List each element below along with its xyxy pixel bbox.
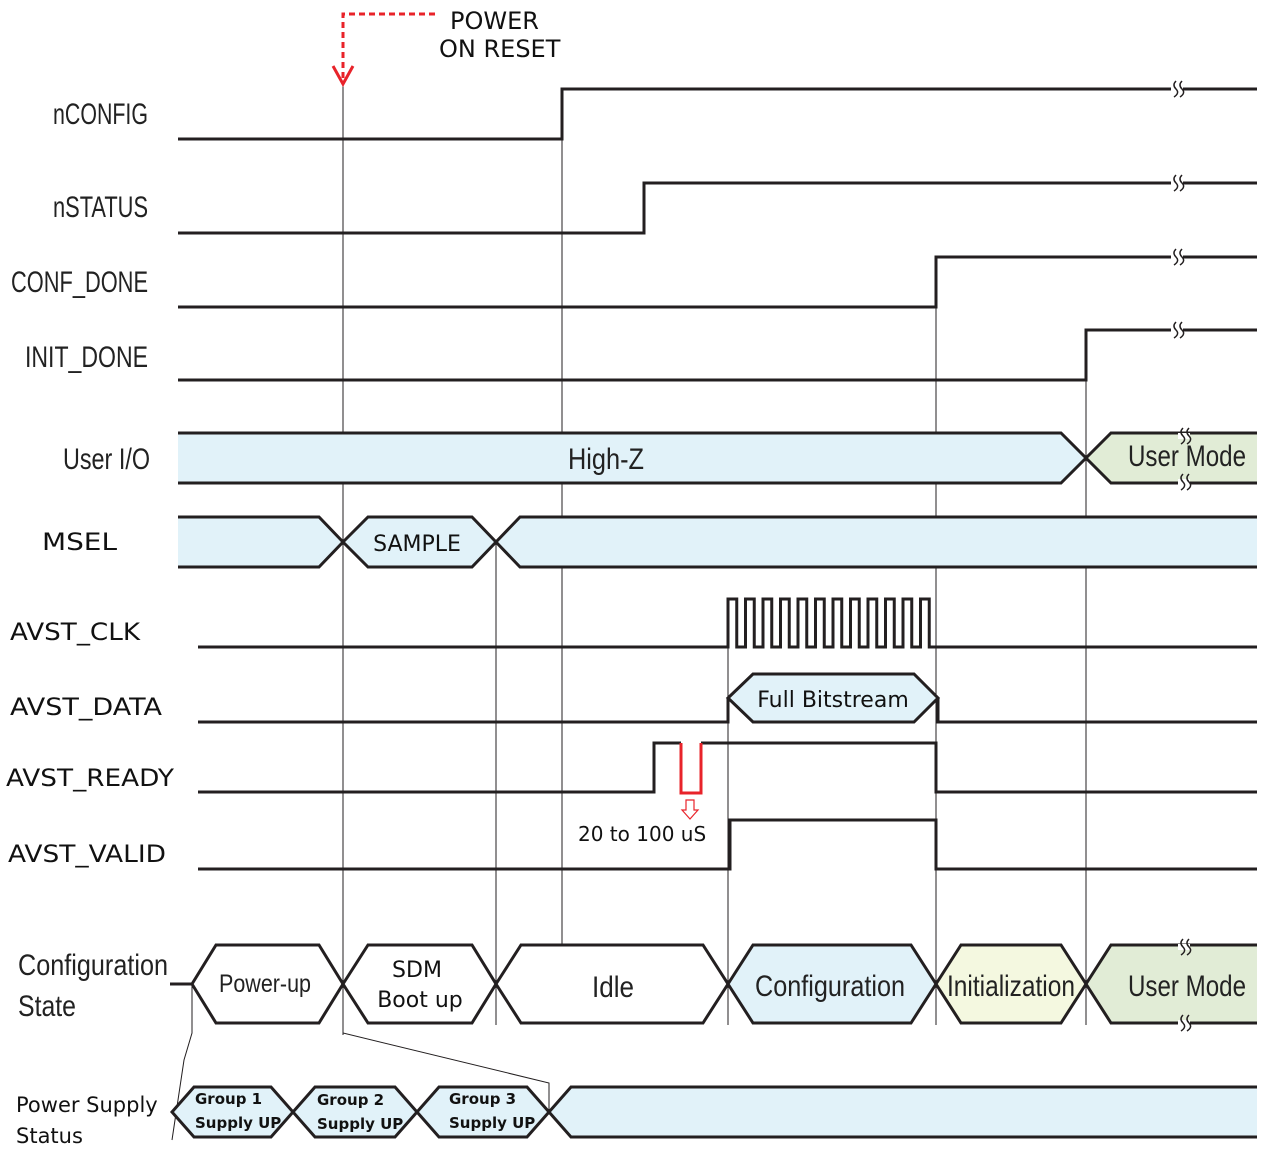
label-msel: MSEL	[42, 528, 118, 556]
label-conf-done: CONF_DONE	[11, 266, 148, 299]
break-icon	[1173, 248, 1179, 266]
bus-msel-segment-3-outline	[493, 515, 1257, 569]
config-state-initialization-text: Initialization	[947, 970, 1075, 1003]
config-state-sdm-text-2: Boot up	[377, 988, 463, 1013]
label-avst-clk: AVST_CLK	[10, 618, 141, 646]
ps-group1-line1: Group 1	[195, 1090, 262, 1108]
label-power-supply-line1: Power Supply	[16, 1093, 158, 1117]
label-nstatus: nSTATUS	[53, 191, 148, 224]
bus-avst-data-bitstream	[725, 672, 941, 724]
wave-avst-ready-pulse	[679, 743, 703, 795]
config-state-configuration-text: Configuration	[755, 970, 905, 1003]
ps-group2-line2: Supply UP	[317, 1115, 403, 1133]
bus-msel-segment-3	[496, 517, 1257, 567]
config-state-sdm-text-1: SDM	[392, 958, 442, 983]
bus-msel-sample-text: SAMPLE	[373, 532, 461, 557]
bus-msel	[178, 515, 1257, 569]
break-icon	[1186, 1014, 1192, 1032]
ps-group2-line1: Group 2	[317, 1091, 384, 1109]
ps-group3-line2: Supply UP	[449, 1114, 535, 1132]
break-icon	[1180, 938, 1186, 956]
hollow-arrow-down-icon	[680, 799, 700, 820]
break-icon	[1186, 938, 1192, 956]
break-icon	[1173, 80, 1179, 98]
label-config-state-line1: Configuration	[18, 949, 168, 982]
break-icon	[1179, 248, 1185, 266]
por-label-line2: ON RESET	[439, 35, 561, 63]
label-user-io: User I/O	[63, 443, 150, 476]
wave-avst-data-left	[198, 698, 730, 724]
config-state-powerup-text: Power-up	[219, 970, 311, 998]
arrow-down-icon	[331, 65, 355, 88]
pulse-note: 20 to 100 uS	[578, 822, 706, 846]
zoom-line-right	[342, 985, 550, 1112]
label-config-state-line2: State	[18, 990, 76, 1023]
wave-conf-done	[178, 255, 1257, 309]
label-init-done: INIT_DONE	[25, 341, 148, 374]
label-avst-ready: AVST_READY	[6, 764, 174, 792]
bus-avst-data-text: Full Bitstream	[757, 688, 909, 713]
power-supply-rest-fill	[549, 1087, 1257, 1137]
break-icon	[1186, 427, 1192, 445]
bus-power-supply	[170, 1085, 1257, 1139]
wave-init-done	[178, 328, 1257, 382]
pulse-annotation: 20 to 100 uS	[578, 799, 706, 846]
por-dashed-arrow	[341, 12, 435, 82]
config-state-usermode-fill	[1086, 945, 1257, 1023]
bus-user-io-highz-text: High-Z	[568, 443, 644, 476]
bus-user-io-usermode-text: User Mode	[1128, 440, 1246, 473]
config-state-usermode-outline	[1084, 943, 1257, 1025]
break-icon	[1173, 174, 1179, 192]
config-state-usermode-text: User Mode	[1128, 970, 1246, 1003]
break-icon	[1179, 174, 1185, 192]
power-on-reset-annotation: POWER ON RESET	[331, 7, 561, 88]
break-icon	[1180, 1014, 1186, 1032]
zoom-line-left	[171, 985, 193, 1141]
label-avst-data: AVST_DATA	[10, 693, 163, 721]
label-nconfig: nCONFIG	[53, 98, 148, 131]
bus-user-io: High-Z User Mode	[178, 431, 1257, 485]
wave-avst-clk	[198, 597, 1257, 649]
bus-msel-segment-1	[178, 517, 343, 567]
ps-group3-line1: Group 3	[449, 1090, 516, 1108]
config-state-texts: Power-up SDM Boot up Idle Configuration …	[219, 958, 1246, 1013]
label-avst-valid: AVST_VALID	[8, 840, 166, 868]
break-icon	[1186, 473, 1192, 491]
wave-avst-ready	[198, 741, 681, 794]
break-icon	[1179, 321, 1185, 339]
power-supply-rest-outline	[547, 1085, 1257, 1139]
wave-nconfig	[178, 87, 1257, 141]
power-supply-texts: Group 1 Supply UP Group 2 Supply UP Grou…	[195, 1090, 535, 1133]
ps-group1-line2: Supply UP	[195, 1114, 281, 1132]
break-symbols	[1171, 80, 1192, 1032]
bus-user-io-usermode-outline	[1083, 431, 1257, 485]
break-icon	[1173, 321, 1179, 339]
wave-avst-data-right	[936, 698, 1257, 724]
break-icon	[1180, 427, 1186, 445]
label-power-supply-line2: Status	[16, 1124, 83, 1148]
bus-config-state	[170, 943, 1257, 1025]
bus-user-io-usermode	[1086, 433, 1257, 483]
wave-avst-valid	[198, 818, 1257, 871]
break-icon	[1180, 473, 1186, 491]
signal-labels: nCONFIG nSTATUS CONF_DONE INIT_DONE User…	[6, 98, 174, 1148]
break-icon	[1179, 80, 1185, 98]
bus-user-io-highz	[178, 433, 1086, 483]
por-label-line1: POWER	[450, 7, 539, 35]
wave-nstatus	[178, 181, 1257, 235]
wave-avst-ready-cont	[701, 741, 1257, 794]
config-state-idle-text: Idle	[592, 971, 634, 1004]
